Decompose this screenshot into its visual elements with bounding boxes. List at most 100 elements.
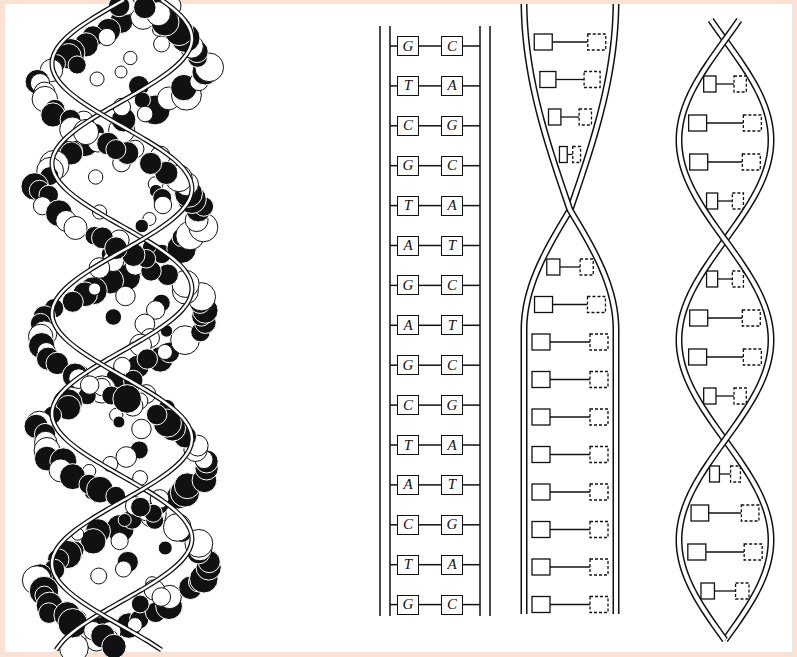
strand-ribbon <box>679 20 771 640</box>
base-square <box>532 447 550 463</box>
base-letter: G <box>403 158 414 173</box>
base-box: A <box>397 315 419 335</box>
rung-line <box>550 416 590 417</box>
base-letter: T <box>404 78 412 93</box>
atom-sphere <box>102 634 126 657</box>
rung-line <box>716 395 734 396</box>
base-box: G <box>441 395 463 415</box>
strand-tick <box>390 604 397 606</box>
atom-sphere <box>116 447 137 468</box>
base-box: A <box>397 236 419 256</box>
base-box: G <box>397 275 419 295</box>
base-letter: C <box>403 398 413 413</box>
base-pair-bond <box>419 364 441 366</box>
base-box: A <box>441 76 463 96</box>
atom-sphere <box>137 349 157 369</box>
rung-line <box>550 454 590 455</box>
base-letter: G <box>447 398 458 413</box>
strand-tick <box>390 245 397 247</box>
base-letter: C <box>403 517 413 532</box>
strand-tick <box>463 524 480 526</box>
strand-tick <box>390 125 397 127</box>
strand-tick <box>463 364 480 366</box>
strand-tick <box>463 205 480 207</box>
base-square-dashed <box>590 447 608 463</box>
backbone-ribbon <box>52 0 192 650</box>
base-box: C <box>397 515 419 535</box>
rung-line <box>718 278 733 279</box>
strand-tick <box>390 45 397 47</box>
base-pair-bond <box>419 604 441 606</box>
strand-ribbon <box>524 4 616 614</box>
rung-line <box>707 356 744 357</box>
base-square-dashed <box>736 583 749 599</box>
base-letter: A <box>447 557 456 572</box>
strand-tick <box>390 484 397 486</box>
base-square <box>707 271 718 287</box>
atom-sphere <box>131 497 151 517</box>
base-square <box>710 466 720 482</box>
base-box: A <box>441 435 463 455</box>
base-square <box>559 147 567 163</box>
base-square <box>689 349 707 365</box>
atom-sphere <box>88 283 100 295</box>
base-square-dashed <box>590 559 608 575</box>
atom-sphere <box>106 140 126 160</box>
atom-sphere <box>131 595 149 613</box>
base-square <box>535 297 553 313</box>
base-letter: G <box>447 517 458 532</box>
base-square-dashed <box>734 388 746 404</box>
base-box: C <box>441 156 463 176</box>
strand-line <box>479 26 481 616</box>
atom-sphere <box>64 216 87 239</box>
atom-sphere <box>154 196 171 213</box>
base-box: T <box>397 76 419 96</box>
atom-sphere <box>80 376 98 394</box>
strand-tick <box>463 564 480 566</box>
atom-sphere <box>146 404 167 425</box>
base-box: G <box>397 595 419 615</box>
base-box: A <box>441 196 463 216</box>
base-letter: T <box>404 198 412 213</box>
base-square <box>532 559 550 575</box>
base-box: T <box>441 236 463 256</box>
strand-ribbon <box>524 4 616 614</box>
base-letter: T <box>448 238 456 253</box>
base-square <box>547 259 560 275</box>
atom-sphere <box>157 344 172 359</box>
base-square <box>549 109 561 125</box>
atom-sphere <box>91 568 107 584</box>
base-letter: A <box>447 438 456 453</box>
base-square <box>532 522 550 538</box>
strand-tick <box>390 444 397 446</box>
base-square-dashed <box>731 466 741 482</box>
strand-tick <box>463 245 480 247</box>
strand-tick <box>463 325 480 327</box>
base-box: T <box>441 475 463 495</box>
strand-line <box>379 26 381 616</box>
rung-line <box>706 551 744 552</box>
base-pair-bond <box>419 484 441 486</box>
atom-sphere <box>90 72 104 86</box>
base-letter: A <box>403 477 412 492</box>
atom-sphere <box>62 291 83 312</box>
atom-sphere <box>113 385 142 414</box>
base-square-dashed <box>590 522 608 538</box>
base-square-dashed <box>742 154 760 170</box>
atom-sphere <box>118 513 131 526</box>
backbone-ribbon <box>52 0 192 650</box>
base-square-dashed <box>734 76 746 92</box>
base-box: C <box>441 595 463 615</box>
strand-tick <box>390 205 397 207</box>
atom-sphere <box>105 309 122 326</box>
base-square-dashed <box>590 334 608 350</box>
base-square-dashed <box>587 297 605 313</box>
strand-line <box>489 26 491 616</box>
strand-tick <box>390 524 397 526</box>
base-box: T <box>441 315 463 335</box>
base-square-dashed <box>590 372 608 388</box>
base-square-dashed <box>584 72 600 88</box>
rung-line <box>556 79 584 80</box>
base-square <box>690 310 708 326</box>
